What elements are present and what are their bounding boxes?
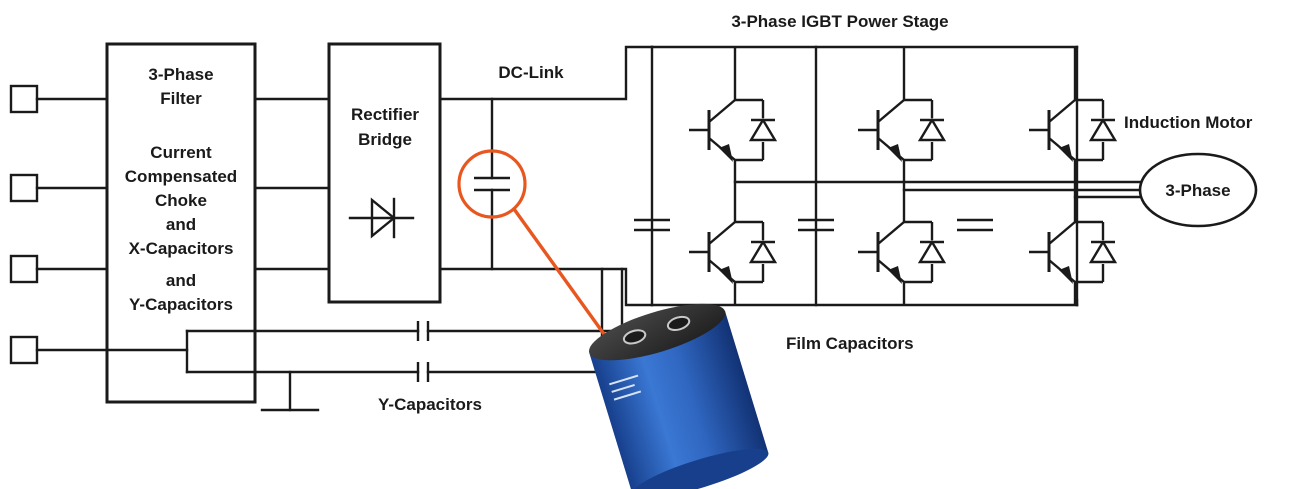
highlight-circle <box>457 149 527 219</box>
input-terminal-icon <box>9 335 39 365</box>
igbt-icon <box>1029 47 1118 182</box>
filter-to-rectifier-wires <box>253 97 331 271</box>
igbt-group <box>689 47 1118 305</box>
input-terminal-icon <box>9 84 39 114</box>
filter-title-line2: Filter <box>160 89 202 108</box>
filter-text-line7: X-Capacitors <box>129 239 234 258</box>
power-stage-label: 3-Phase IGBT Power Stage <box>731 12 948 31</box>
film-capacitor-image <box>589 303 769 489</box>
induction-motor-label: Induction Motor <box>1124 113 1253 132</box>
rectifier-block <box>327 42 442 304</box>
diode-icon <box>348 197 415 239</box>
power-stage <box>634 45 1144 307</box>
filter-text-line5: Choke <box>155 191 207 210</box>
motor-phase-label: 3-Phase <box>1165 181 1230 200</box>
dc-link-rails <box>438 45 654 307</box>
rectifier-title-line1: Rectifier <box>351 105 419 124</box>
input-terminal-icon <box>9 254 39 284</box>
input-terminal-icon <box>9 173 39 203</box>
filter-labels: 3-Phase Filter Current Compensated Choke… <box>125 65 237 314</box>
y-capacitor-network <box>105 267 624 412</box>
input-wires <box>35 97 109 352</box>
induction-motor-symbol <box>1138 152 1258 228</box>
dc-link-label: DC-Link <box>498 63 564 82</box>
igbt-icon <box>689 47 778 182</box>
input-terminals <box>9 84 39 365</box>
y-capacitors-label: Y-Capacitors <box>378 395 482 414</box>
filter-text-line6: and <box>166 215 196 234</box>
rectifier-title-line2: Bridge <box>358 130 412 149</box>
filter-text-line3: Current <box>150 143 212 162</box>
igbt-icon <box>858 182 947 305</box>
filter-title-line1: 3-Phase <box>148 65 213 84</box>
film-capacitors-label: Film Capacitors <box>786 334 914 353</box>
igbt-icon <box>689 182 778 305</box>
igbt-icon <box>858 47 947 182</box>
filter-text-line8: and <box>166 271 196 290</box>
filter-block <box>105 42 257 404</box>
filter-text-line4: Compensated <box>125 167 237 186</box>
filter-text-line9: Y-Capacitors <box>129 295 233 314</box>
igbt-icon <box>1029 182 1118 305</box>
